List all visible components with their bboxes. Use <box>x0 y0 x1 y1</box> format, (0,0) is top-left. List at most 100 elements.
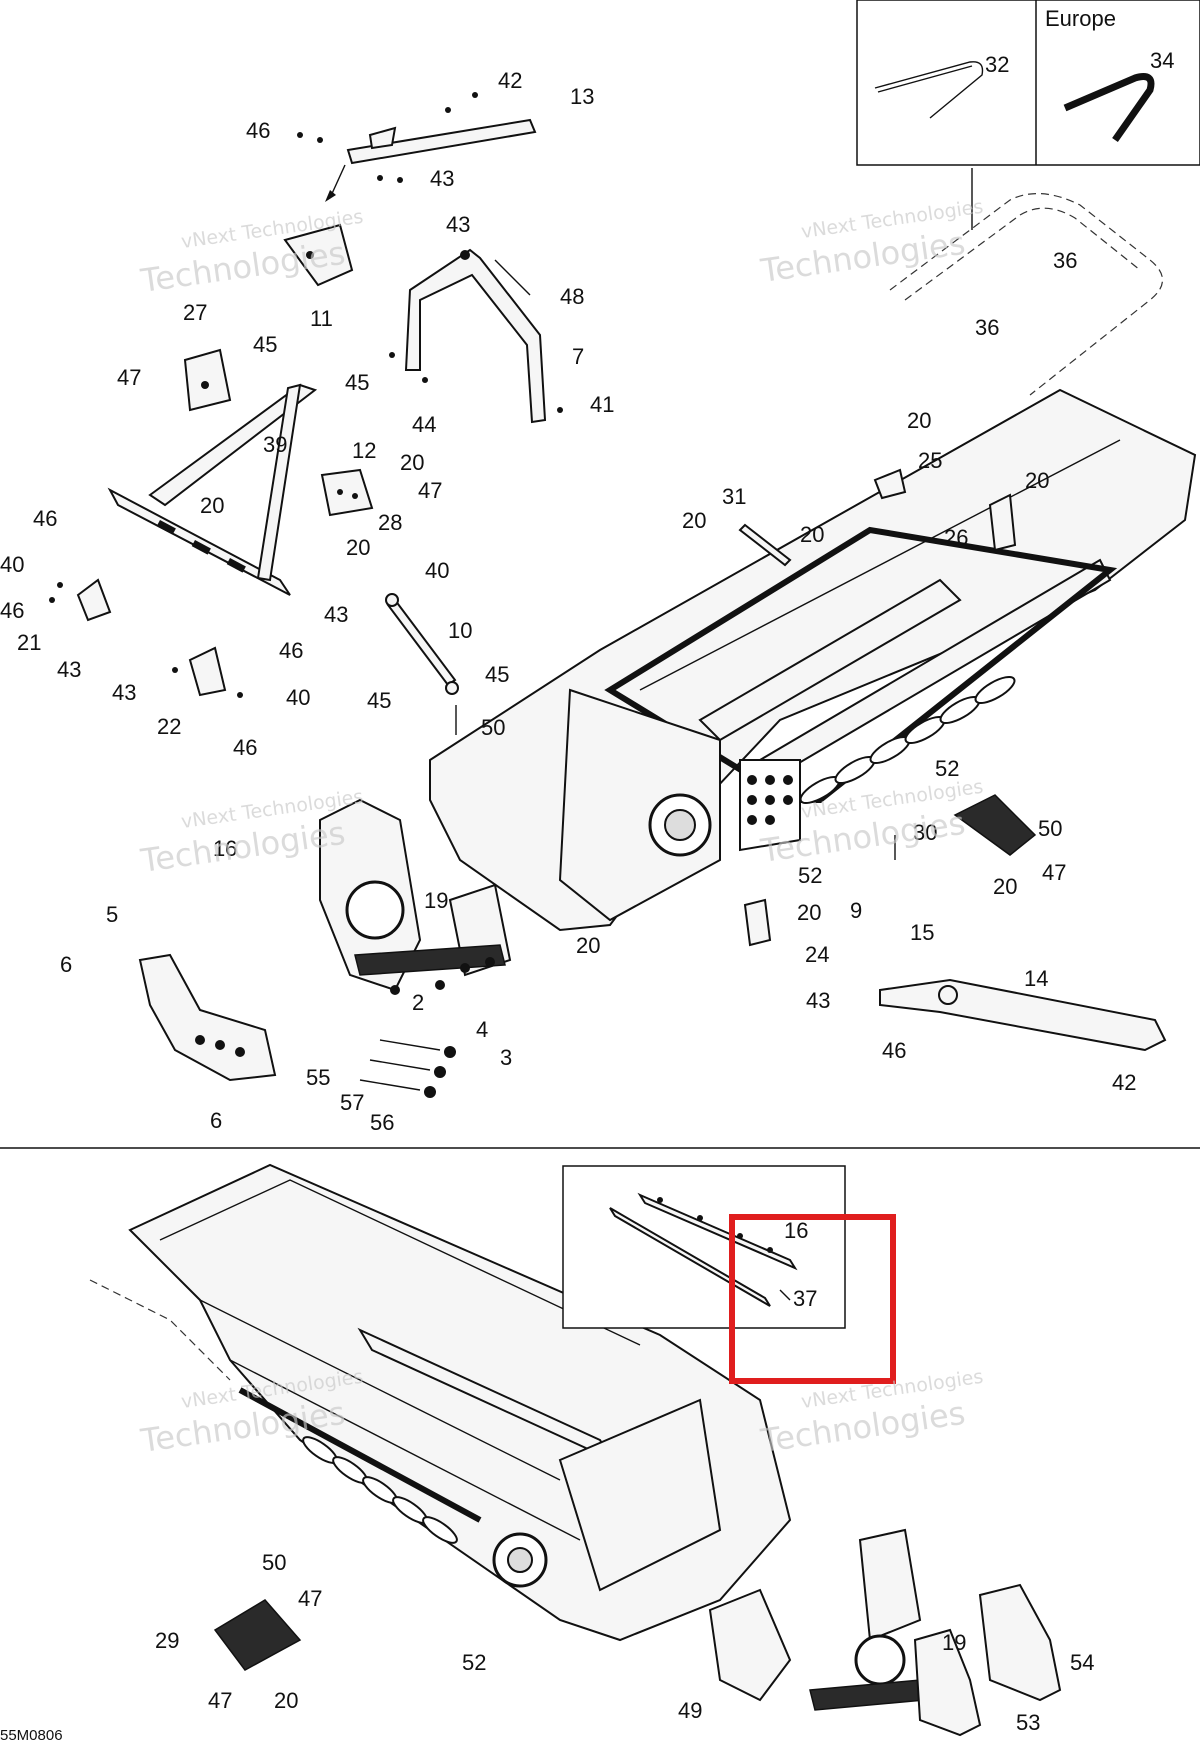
callout-6: 6 <box>225 836 237 861</box>
cooling-slots <box>799 676 1016 804</box>
callout-31: 31 <box>722 484 746 509</box>
region-label: Europe <box>1045 6 1116 31</box>
callout-20: 20 <box>200 493 224 518</box>
bracket-27 <box>183 348 232 412</box>
callout-30: 30 <box>913 820 937 845</box>
callout-20: 20 <box>800 522 824 547</box>
callout-20: 20 <box>797 900 821 925</box>
callout-46: 46 <box>882 1038 906 1063</box>
callout-45: 45 <box>485 662 509 687</box>
callout-2: 2 <box>412 990 424 1015</box>
callout-34: 34 <box>1150 48 1174 73</box>
bracket-21 <box>49 578 112 622</box>
callout-26: 26 <box>944 525 968 550</box>
callout-43: 43 <box>57 657 81 682</box>
callout-39: 39 <box>263 432 287 457</box>
callout-19: 19 <box>942 1630 966 1655</box>
callout-41: 41 <box>590 392 614 417</box>
steering-support-7 <box>389 248 563 424</box>
callout-43: 43 <box>446 212 470 237</box>
pad-53 <box>913 1628 982 1737</box>
callout-47: 47 <box>1042 860 1066 885</box>
callout-3: 3 <box>500 1045 512 1070</box>
bracket-22 <box>172 646 243 698</box>
callout-20: 20 <box>682 508 706 533</box>
callout-54: 54 <box>1070 1650 1094 1675</box>
callout-20: 20 <box>576 933 600 958</box>
callout-25: 25 <box>918 448 942 473</box>
callout-43: 43 <box>324 602 348 627</box>
rear-crossbar-14 <box>879 978 1167 1052</box>
suspension-mount-19-lower <box>708 1528 926 1711</box>
callout-43: 43 <box>806 988 830 1013</box>
callout-9: 9 <box>850 898 862 923</box>
footrest-29 <box>213 1599 302 1671</box>
inset-rail-variants: Europe <box>856 0 1200 230</box>
callout-12: 12 <box>352 438 376 463</box>
callout-5: 5 <box>106 902 118 927</box>
callout-29: 29 <box>155 1628 179 1653</box>
callout-43: 43 <box>430 166 454 191</box>
callout-46: 46 <box>279 638 303 663</box>
callout-6: 6 <box>60 952 72 977</box>
callout-32: 32 <box>985 52 1009 77</box>
callout-14: 14 <box>1024 966 1048 991</box>
callout-47: 47 <box>117 365 141 390</box>
callout-1: 1 <box>213 836 225 861</box>
callout-15: 15 <box>910 920 934 945</box>
callout-13: 13 <box>570 84 594 109</box>
callout-46: 46 <box>246 118 270 143</box>
rail-dashed-lower <box>89 1279 231 1381</box>
callout-45: 45 <box>345 370 369 395</box>
figure-code: 55M0806 <box>0 1727 63 1743</box>
callout-56: 56 <box>370 1110 394 1135</box>
pad-54 <box>978 1583 1062 1702</box>
callout-46: 46 <box>0 598 24 623</box>
callout-49: 49 <box>678 1698 702 1723</box>
callout-40: 40 <box>425 558 449 583</box>
callout-55: 55 <box>306 1065 330 1090</box>
callout-43: 43 <box>112 680 136 705</box>
bolts-55-57 <box>359 1039 456 1098</box>
callout-20: 20 <box>274 1688 298 1713</box>
strut-10 <box>385 593 459 735</box>
bracket-25 <box>873 468 907 500</box>
callout-27: 27 <box>183 300 207 325</box>
callout-11: 11 <box>310 306 333 331</box>
callout-24: 24 <box>805 942 829 967</box>
callout-47: 47 <box>208 1688 232 1713</box>
callout-10: 10 <box>448 618 472 643</box>
callout-20: 20 <box>1025 468 1049 493</box>
callout-7: 7 <box>572 344 584 369</box>
side-plate-5 <box>138 953 277 1082</box>
bracket-11 <box>283 223 354 287</box>
callout-52: 52 <box>462 1650 486 1675</box>
grab-handle-europe <box>1063 73 1155 143</box>
callout-37: 37 <box>793 1286 817 1311</box>
grab-handle-standard <box>874 61 984 119</box>
bracket-24 <box>743 898 772 947</box>
callout-40: 40 <box>0 552 24 577</box>
callout-20: 20 <box>346 535 370 560</box>
suspension-mount-19 <box>319 798 512 995</box>
callout-47: 47 <box>298 1586 322 1611</box>
callout-36: 36 <box>975 315 999 340</box>
steering-frame-12 <box>107 383 318 596</box>
callout-52: 52 <box>798 863 822 888</box>
callout-28: 28 <box>378 510 402 535</box>
inset-rail-detail <box>562 1165 846 1329</box>
callout-40: 40 <box>286 685 310 710</box>
callout-45: 45 <box>367 688 391 713</box>
callout-42: 42 <box>498 68 522 93</box>
callout-50: 50 <box>481 715 505 740</box>
callout-21: 21 <box>17 630 41 655</box>
callout-6: 6 <box>210 1108 222 1133</box>
callout-46: 46 <box>233 735 257 760</box>
callout-48: 48 <box>560 284 584 309</box>
callout-47: 47 <box>418 478 442 503</box>
